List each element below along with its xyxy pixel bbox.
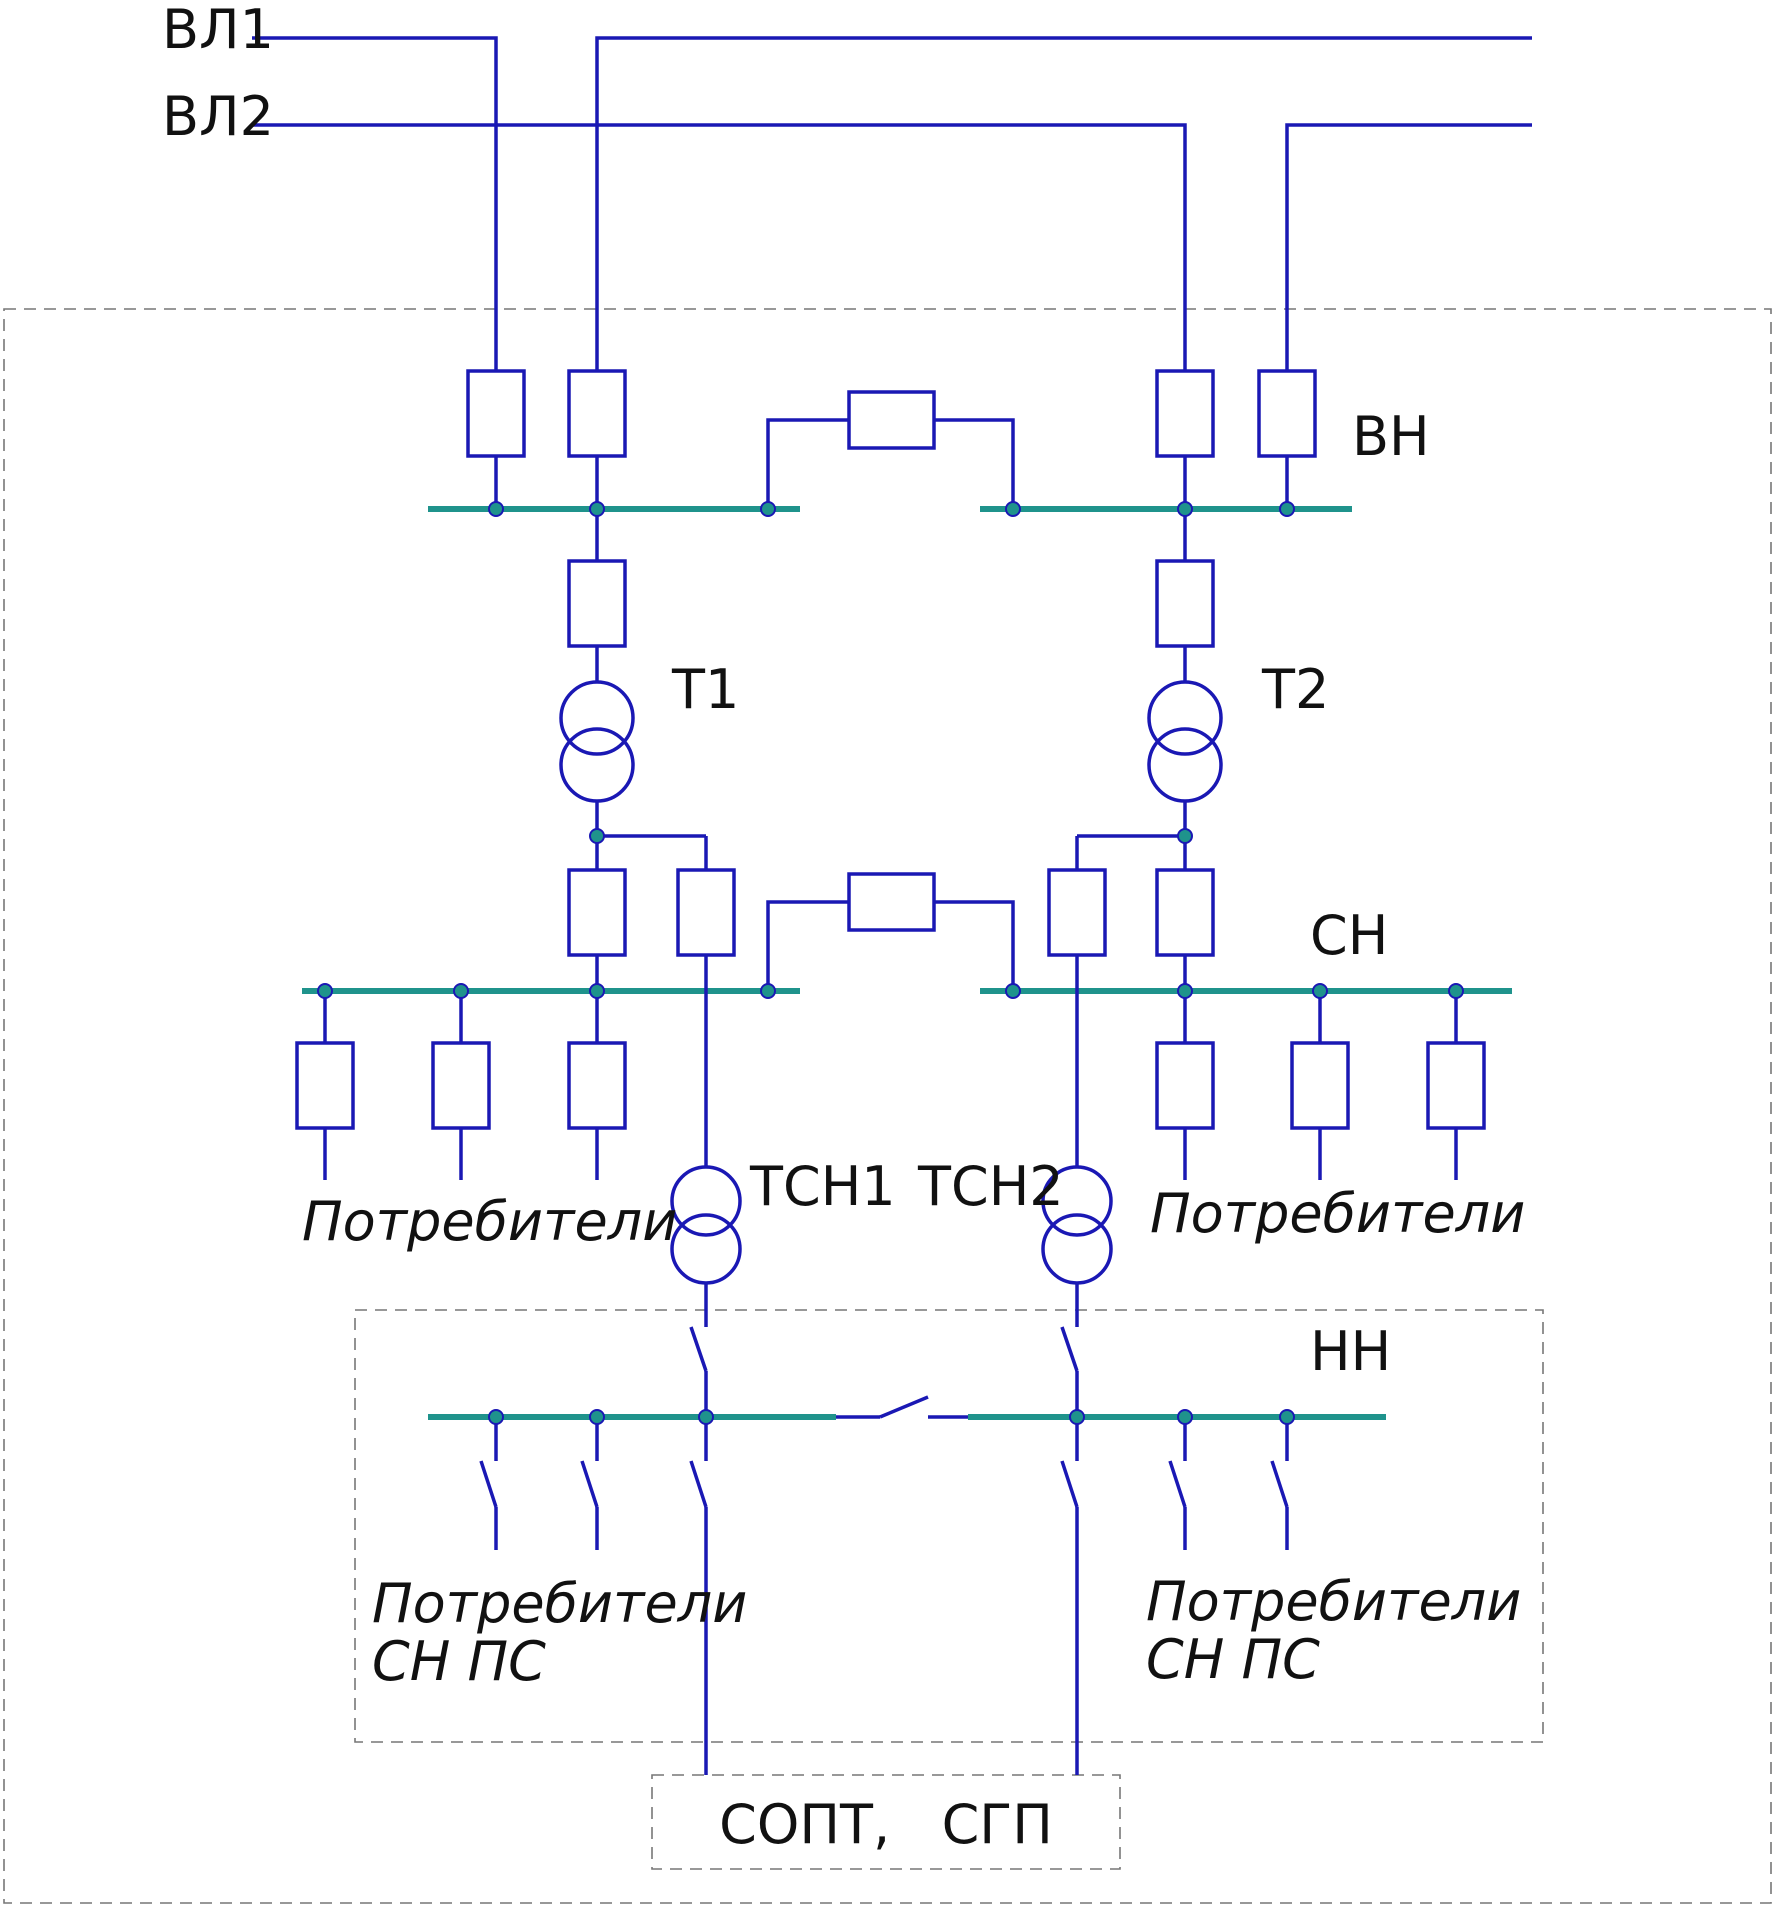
aux-transformer-tsn1 bbox=[670, 955, 742, 1417]
breaker-mv-feeder-r1 bbox=[1155, 1041, 1215, 1130]
label-aux-consumers-right-line1: Потребители bbox=[1146, 1570, 1521, 1633]
label-transformer-t2: Т2 bbox=[1261, 658, 1329, 721]
junction-dot bbox=[488, 501, 504, 517]
junction-dot bbox=[589, 828, 605, 844]
label-dc-system: СОПТ, СГП bbox=[719, 1793, 1053, 1856]
junction-dot bbox=[1005, 501, 1021, 517]
overhead-line-1 bbox=[252, 36, 1532, 371]
overhead-line-2 bbox=[252, 123, 1532, 371]
junction-dot bbox=[1177, 501, 1193, 517]
transformer-t2-bay bbox=[1075, 509, 1223, 870]
transformer-t1-winding-mv bbox=[559, 727, 635, 803]
breaker-t1-hv bbox=[567, 559, 627, 648]
label-consumers-left: Потребители bbox=[302, 1190, 677, 1253]
junction-dot bbox=[1005, 983, 1021, 999]
label-aux-consumers-left-line1: Потребители bbox=[372, 1572, 747, 1635]
breaker-hv-line2a bbox=[1155, 369, 1215, 458]
label-aux-transformer-1: ТСН1 bbox=[749, 1155, 896, 1218]
breaker-hv-section bbox=[847, 390, 936, 450]
mv-feeders-right bbox=[1155, 991, 1486, 1180]
junction-dot bbox=[1279, 1409, 1295, 1425]
transformer-t1-bay bbox=[559, 509, 708, 870]
label-aux-transformer-2: ТСН2 bbox=[917, 1155, 1064, 1218]
junction-dot bbox=[453, 983, 469, 999]
junction-dot bbox=[589, 983, 605, 999]
label-line2: ВЛ2 bbox=[162, 85, 274, 148]
lv-switchgear-boundary bbox=[354, 1309, 1544, 1743]
mv-feeders-left bbox=[295, 991, 627, 1180]
junction-dot bbox=[1279, 501, 1295, 517]
junction-dot bbox=[1177, 983, 1193, 999]
breaker-hv-line2b bbox=[1257, 369, 1317, 458]
label-line1: ВЛ1 bbox=[162, 0, 274, 61]
junction-dots bbox=[317, 501, 1464, 1425]
breaker-mv-section bbox=[847, 872, 936, 932]
breaker-mv-feeder-l2 bbox=[431, 1041, 491, 1130]
transformer-t2-winding-mv bbox=[1147, 727, 1223, 803]
aux-transformer-tsn2 bbox=[1041, 955, 1113, 1417]
breaker-mv-feeder-l1 bbox=[295, 1041, 355, 1130]
transformer-t1-winding-hv bbox=[559, 680, 635, 756]
tsn2-winding-lv bbox=[1041, 1213, 1113, 1285]
label-aux-consumers-left-line2: СН ПС bbox=[372, 1630, 546, 1693]
breaker-t2-mv bbox=[1155, 868, 1215, 957]
junction-dot bbox=[760, 983, 776, 999]
junction-dot bbox=[1448, 983, 1464, 999]
mv-sectional-breaker bbox=[766, 872, 1015, 991]
breaker-tsn2 bbox=[1047, 868, 1107, 957]
junction-dot bbox=[1177, 828, 1193, 844]
tsn1-winding-lv bbox=[670, 1213, 742, 1285]
breaker-t2-hv bbox=[1155, 559, 1215, 648]
junction-dot bbox=[589, 501, 605, 517]
label-consumers-right: Потребители bbox=[1150, 1182, 1525, 1245]
hv-line-breakers bbox=[466, 369, 1317, 509]
breaker-t1-mv bbox=[567, 868, 627, 957]
breaker-hv-line1a bbox=[466, 369, 526, 458]
label-mv-bus: СН bbox=[1310, 904, 1388, 967]
junction-dot bbox=[589, 1409, 605, 1425]
breaker-mv-feeder-r2 bbox=[1290, 1041, 1350, 1130]
junction-dot bbox=[488, 1409, 504, 1425]
hv-sectional-breaker bbox=[766, 390, 1015, 509]
label-lv-bus: НН bbox=[1310, 1320, 1391, 1383]
label-transformer-t1: Т1 bbox=[671, 658, 739, 721]
breaker-mv-feeder-l3 bbox=[567, 1041, 627, 1130]
label-hv-bus: ВН bbox=[1352, 405, 1430, 468]
junction-dot bbox=[1069, 1409, 1085, 1425]
tsn1-winding-hv bbox=[670, 1165, 742, 1237]
junction-dot bbox=[317, 983, 333, 999]
substation-boundary bbox=[3, 308, 1772, 1904]
breaker-hv-line1b bbox=[567, 369, 627, 458]
junction-dot bbox=[760, 501, 776, 517]
transformer-t2-winding-hv bbox=[1147, 680, 1223, 756]
junction-dot bbox=[698, 1409, 714, 1425]
junction-dot bbox=[1177, 1409, 1193, 1425]
label-aux-consumers-right-line2: СН ПС bbox=[1146, 1628, 1320, 1691]
breaker-mv-feeder-r3 bbox=[1426, 1041, 1486, 1130]
lv-sectional-switch bbox=[836, 1395, 968, 1419]
junction-dot bbox=[1312, 983, 1328, 999]
breaker-tsn1 bbox=[676, 868, 736, 957]
tsn2-winding-hv bbox=[1041, 1165, 1113, 1237]
